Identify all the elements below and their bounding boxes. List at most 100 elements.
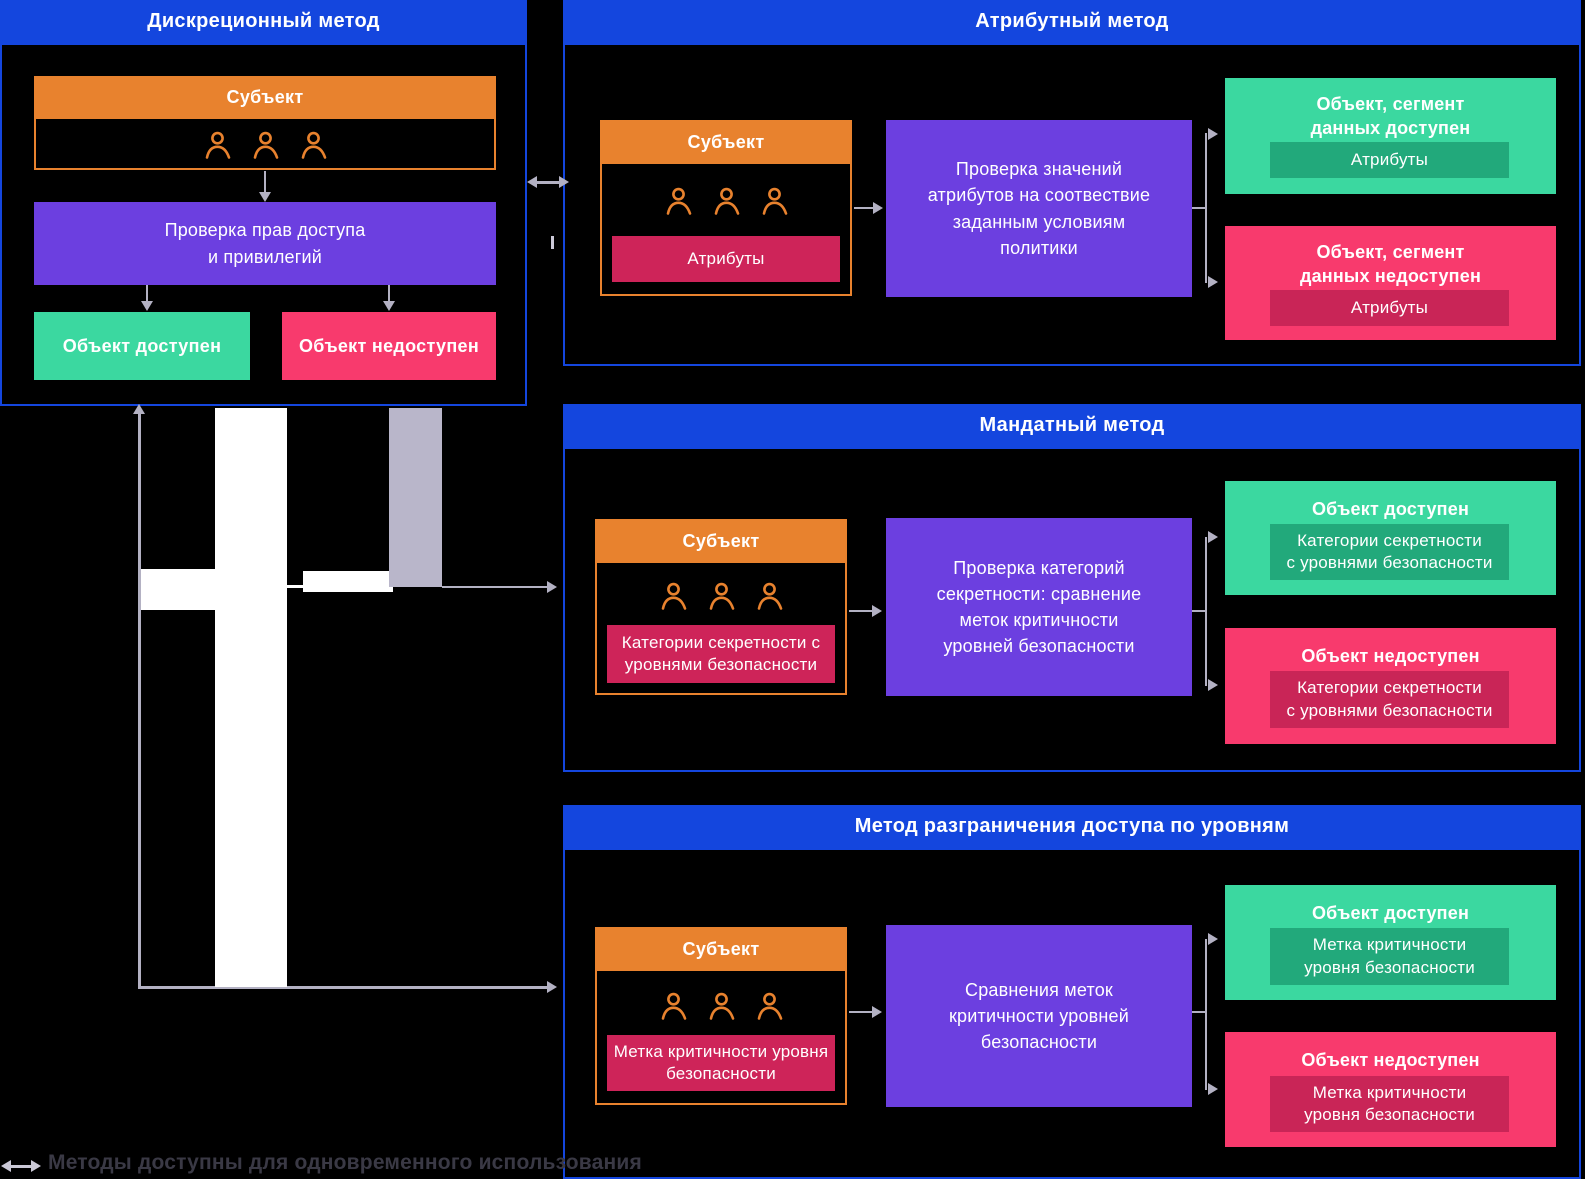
subject-box: Субъект	[34, 76, 496, 170]
result-title: Объект недоступен	[1301, 646, 1480, 666]
flow-line-white	[287, 585, 303, 588]
users-group	[597, 581, 845, 610]
process-box: Сравнения меток критичности уровней безо…	[886, 925, 1192, 1107]
arrow-right-icon	[1208, 679, 1218, 691]
panel-level: Метод разграничения доступа по уровням С…	[563, 805, 1581, 1179]
panels-double-arrow-line	[532, 181, 562, 184]
person-icon	[660, 581, 687, 610]
connector-dash	[551, 236, 554, 249]
arrow-right-icon	[1208, 933, 1218, 945]
subject-users-area: Атрибуты	[600, 164, 852, 296]
arrow-right-icon	[547, 581, 557, 593]
result-tag: Метка критичности уровня безопасности	[1270, 928, 1509, 985]
flow-bar-white-horizontal	[303, 571, 393, 592]
arrow-right-icon	[559, 176, 569, 188]
connector-line	[1192, 1011, 1206, 1013]
connector-line	[442, 586, 548, 588]
flow-bar-lavender-vertical	[389, 408, 442, 587]
person-icon	[761, 186, 788, 215]
arrow-right-icon	[873, 202, 883, 214]
result-tag: Метка критичности уровня безопасности	[1270, 1076, 1509, 1132]
arrow-line	[146, 285, 148, 302]
panel-mandatory: Мандатный метод Субъект Категории секрет…	[563, 404, 1581, 772]
object-denied-box: Объект недоступен Метка критичности уров…	[1225, 1032, 1556, 1147]
arrow-right-icon	[1208, 1083, 1218, 1095]
users-group	[602, 186, 850, 215]
result-title: Объект доступен	[1311, 499, 1470, 519]
arrow-down-icon	[141, 301, 153, 311]
subject-users-area	[34, 119, 496, 170]
arrow-right-icon	[547, 981, 557, 993]
panel-title: Метод разграничения доступа по уровням	[854, 815, 1290, 837]
result-tag: Атрибуты	[1270, 142, 1509, 178]
person-icon	[665, 186, 692, 215]
panel-title: Мандатный метод	[979, 414, 1165, 436]
arrow-up-icon	[133, 404, 145, 414]
arrow-left-icon	[527, 176, 537, 188]
object-allowed-box: Объект доступен Метка критичности уровня…	[1225, 885, 1556, 1000]
person-icon	[756, 581, 783, 610]
panel-mandatory-body: Субъект Категории секретности с уровнями…	[563, 447, 1581, 772]
users-group	[597, 991, 845, 1020]
person-icon	[708, 581, 735, 610]
subject-tag: Метка критичности уровня безопасности	[607, 1035, 835, 1091]
result-title: Объект недоступен	[1301, 1050, 1480, 1070]
result-title: Объект, сегмент данных доступен	[1310, 94, 1471, 139]
subject-users-area: Категории секретности с уровнями безопас…	[595, 563, 847, 695]
person-icon	[204, 130, 231, 159]
subject-box: Субъект Атрибуты	[600, 120, 852, 296]
legend-arrow-left-icon	[1, 1160, 11, 1172]
result-tag: Категории секретности с уровнями безопас…	[1270, 524, 1509, 580]
connector-line	[138, 412, 141, 987]
subject-label: Субъект	[34, 76, 496, 119]
object-denied-box: Объект недоступен Категории секретности …	[1225, 628, 1556, 744]
flow-bar-white-vertical	[215, 408, 287, 987]
panel-attribute-header: Атрибутный метод	[563, 0, 1581, 43]
flow-bar-white-horizontal	[141, 569, 215, 610]
object-allowed-box: Объект доступен	[34, 312, 250, 380]
arrow-down-icon	[259, 192, 271, 202]
arrow-line	[264, 171, 266, 193]
person-icon	[300, 130, 327, 159]
process-box: Проверка категорий секретности: сравнени…	[886, 518, 1192, 696]
result-title: Объект доступен	[1311, 903, 1470, 923]
object-denied-box: Объект, сегмент данных недоступен Атрибу…	[1225, 226, 1556, 340]
subject-label: Субъект	[600, 120, 852, 164]
subject-label: Субъект	[595, 927, 847, 971]
connector-line	[1205, 939, 1207, 1090]
subject-tag: Категории секретности с уровнями безопас…	[607, 625, 835, 683]
person-icon	[713, 186, 740, 215]
arrow-right-icon	[1208, 276, 1218, 288]
connector-line	[1192, 610, 1206, 612]
panel-discretionary-header: Дискреционный метод	[0, 0, 527, 43]
arrow-line	[849, 1011, 873, 1013]
result-tag: Атрибуты	[1270, 290, 1509, 326]
panel-discretionary-body: Субъект Проверка прав доступа и привилег…	[0, 43, 527, 406]
legend-arrow-line	[9, 1165, 32, 1168]
arrow-down-icon	[383, 301, 395, 311]
arrow-right-icon	[872, 1006, 882, 1018]
panel-level-header: Метод разграничения доступа по уровням	[563, 805, 1581, 848]
subject-tag: Атрибуты	[612, 236, 840, 282]
person-icon	[252, 130, 279, 159]
panel-title: Атрибутный метод	[975, 10, 1169, 32]
object-allowed-box: Объект доступен Категории секретности с …	[1225, 481, 1556, 595]
subject-box: Субъект Категории секретности с уровнями…	[595, 519, 847, 695]
person-icon	[660, 991, 687, 1020]
subject-box: Субъект Метка критичности уровня безопас…	[595, 927, 847, 1105]
result-title: Объект, сегмент данных недоступен	[1299, 242, 1482, 287]
object-denied-box: Объект недоступен	[282, 312, 496, 380]
arrow-right-icon	[872, 605, 882, 617]
arrow-line	[849, 610, 873, 612]
arrow-right-icon	[1208, 531, 1218, 543]
process-box: Проверка прав доступа и привилегий	[34, 202, 496, 285]
arrow-line	[854, 207, 874, 209]
connector-line	[138, 986, 548, 989]
panel-mandatory-header: Мандатный метод	[563, 404, 1581, 447]
connector-line	[1205, 133, 1207, 283]
legend-arrow-right-icon	[31, 1160, 41, 1172]
person-icon	[756, 991, 783, 1020]
panel-title: Дискреционный метод	[147, 10, 380, 32]
panel-attribute-body: Субъект Атрибуты Проверка значений атриб…	[563, 43, 1581, 366]
result-tag: Категории секретности с уровнями безопас…	[1270, 671, 1509, 728]
